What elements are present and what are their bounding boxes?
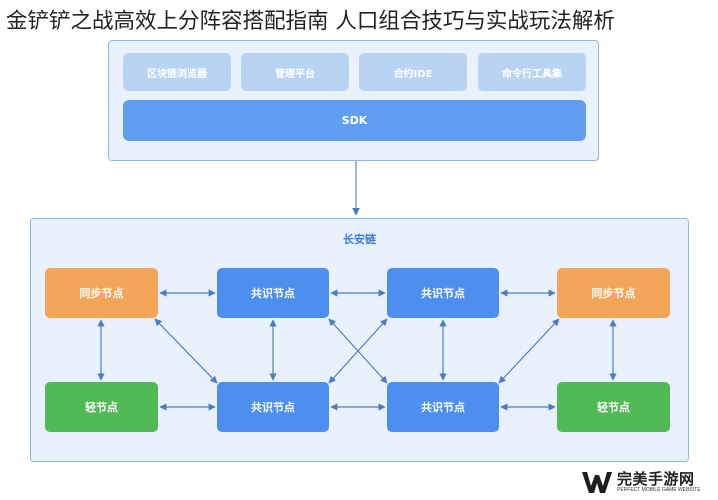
watermark: 完美手游网 PERFECT MOBILE GAME WEBSITE [581, 467, 715, 497]
watermark-subtitle: PERFECT MOBILE GAME WEBSITE [617, 487, 701, 493]
watermark-name: 完美手游网 [617, 470, 695, 488]
chain-title: 长安链 [343, 233, 376, 246]
light-node-right: 轻节点 [557, 382, 670, 432]
consensus-node-bottom-1: 共识节点 [217, 382, 329, 432]
link-sync-left-consensus-bottom-1 [154, 318, 218, 384]
sync-node-left: 同步节点 [45, 268, 158, 318]
link-sync-right-consensus-bottom-2 [498, 318, 560, 384]
consensus-node-bottom-2: 共识节点 [387, 382, 499, 432]
article-title: 金铲铲之战高效上分阵容搭配指南 人口组合技巧与实战玩法解析 [6, 9, 615, 34]
w-logo-icon [582, 472, 612, 493]
light-node-left: 轻节点 [45, 382, 158, 432]
tool-contract-ide: 合约IDE [359, 53, 467, 91]
sync-node-right: 同步节点 [557, 268, 670, 318]
consensus-node-top-2: 共识节点 [387, 268, 499, 318]
sdk-bar: SDK [123, 100, 586, 141]
link-consensus-top-2-consensus-bottom-1 [328, 318, 388, 384]
tool-blockchain-explorer: 区块链浏览器 [123, 53, 231, 91]
tools-panel: 区块链浏览器 管理平台 合约IDE 命令行工具集 SDK [108, 40, 599, 161]
consensus-node-top-1: 共识节点 [217, 268, 329, 318]
tool-cli-toolkit: 命令行工具集 [478, 53, 586, 91]
tool-management-platform: 管理平台 [241, 53, 349, 91]
